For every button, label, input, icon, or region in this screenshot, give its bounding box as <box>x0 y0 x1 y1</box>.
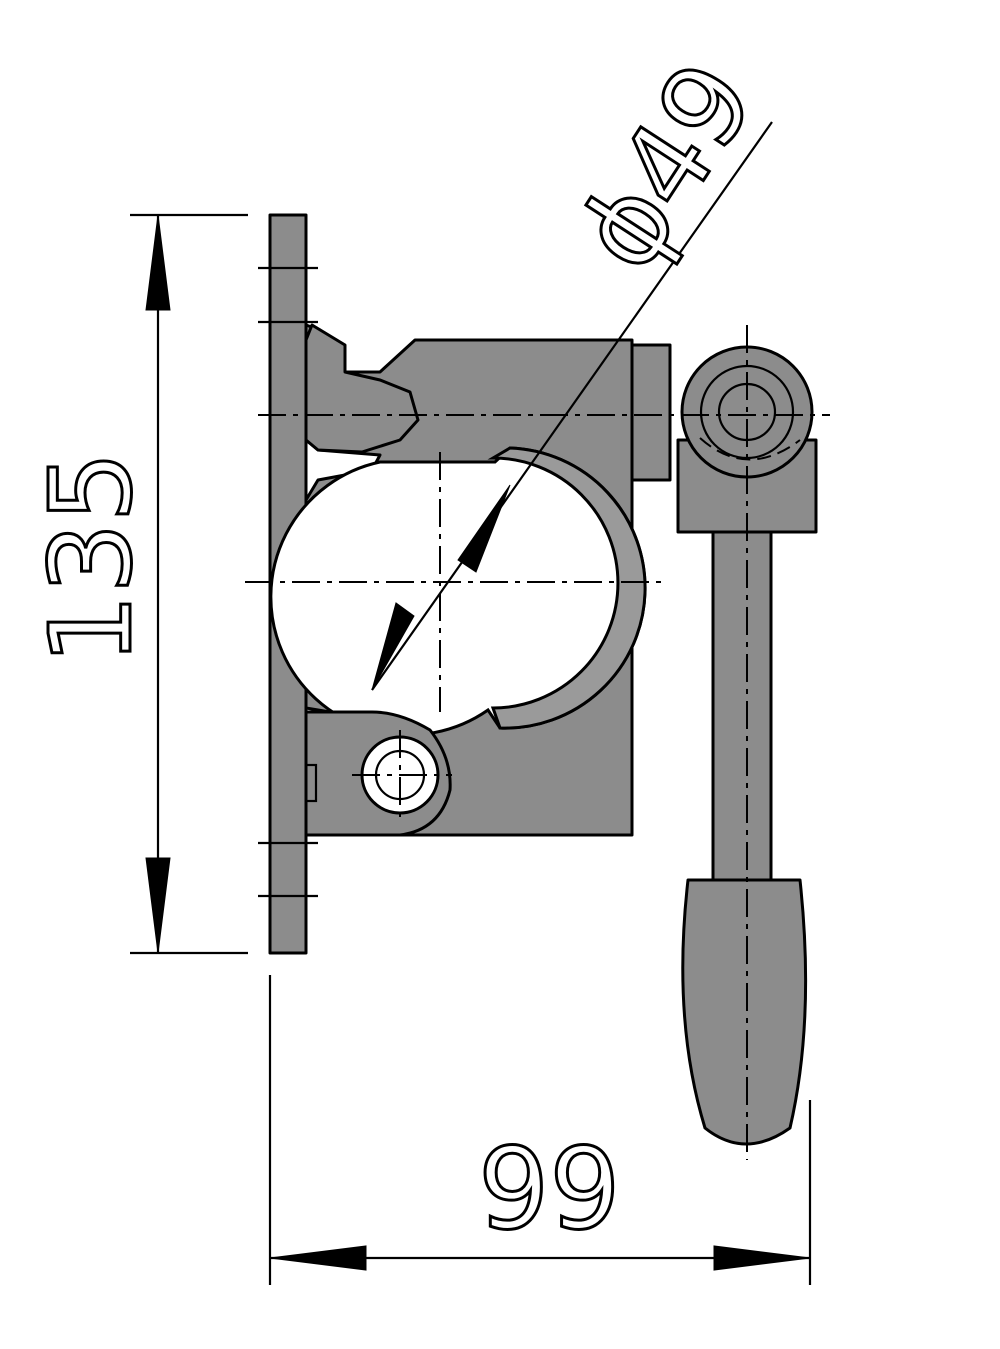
diameter-leader-line <box>371 121 773 691</box>
side-lug <box>630 343 672 482</box>
height-label: 135 <box>27 451 157 665</box>
height-arrow-top <box>145 214 171 311</box>
width-dimension: 99 <box>268 975 812 1285</box>
height-dimension: 135 <box>26 213 248 955</box>
width-arrow-left <box>269 1245 367 1271</box>
width-arrow-right <box>713 1245 811 1271</box>
lever-handle <box>681 526 808 1146</box>
clamp-body <box>269 323 672 837</box>
diameter-arrow-bottom <box>371 602 415 691</box>
diameter-arrow-top <box>457 484 511 573</box>
width-label: 99 <box>478 1125 621 1255</box>
diameter-label: ϕ49 <box>554 40 781 292</box>
hub-hidden-arc <box>699 437 801 461</box>
upper-hook <box>304 323 420 454</box>
height-arrow-bottom <box>145 857 171 954</box>
liner-arc <box>487 446 647 730</box>
lever-grip <box>681 878 808 1146</box>
construction-lines <box>245 325 830 1160</box>
lever-shaft <box>711 526 773 900</box>
